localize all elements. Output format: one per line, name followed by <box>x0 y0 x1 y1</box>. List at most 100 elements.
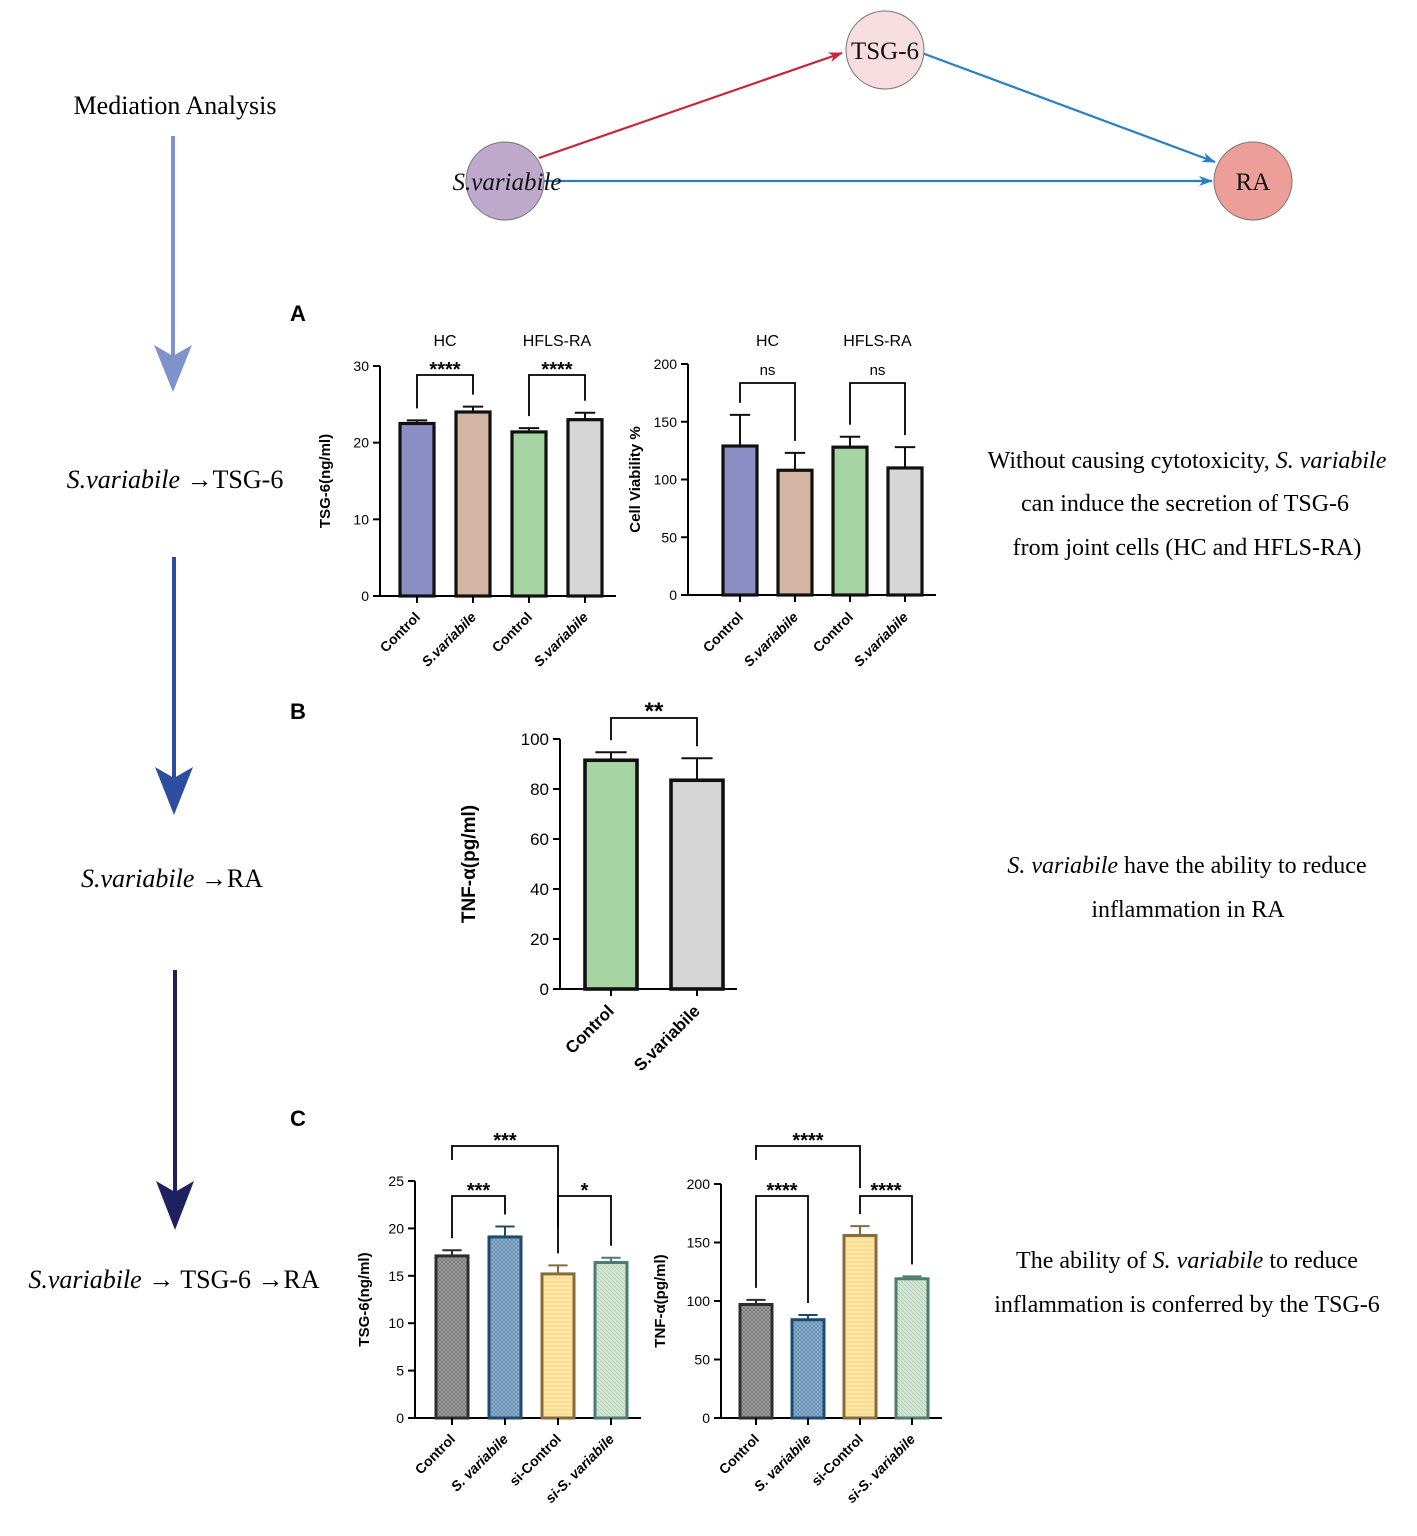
y-tick-label: 10 <box>388 1315 404 1331</box>
y-tick-label: 30 <box>353 358 369 374</box>
x-tick-label: Control <box>377 609 424 656</box>
significance-label: **** <box>792 1130 823 1152</box>
bar <box>776 468 814 597</box>
bar <box>894 1277 930 1420</box>
mediation-analysis-label: Mediation Analysis <box>74 91 277 120</box>
bar <box>831 445 869 597</box>
x-tick-label: S.variabile <box>530 609 591 670</box>
x-tick-label: S.variabile <box>418 609 479 670</box>
flow-arrow-2 <box>155 557 193 815</box>
flow-step-tsg6: S.variabile →TSG-6 <box>67 465 284 494</box>
x-tick-label: S.variabile <box>630 1001 704 1075</box>
mediation-diagram: S.variabile TSG-6 RA <box>452 10 1293 221</box>
bar <box>583 758 639 991</box>
group-label: HFLS-RA <box>843 333 912 350</box>
flow-step-full: S.variabile → TSG-6 →RA <box>28 1265 320 1294</box>
significance-label: *** <box>493 1130 517 1152</box>
bar <box>540 1272 576 1420</box>
bar <box>593 1261 629 1420</box>
y-tick-label: 0 <box>702 1410 710 1426</box>
bar <box>398 421 436 598</box>
y-tick-label: 0 <box>540 980 549 999</box>
description-b-line2: inflammation in RA <box>1091 897 1285 923</box>
y-tick-label: 25 <box>388 1173 404 1189</box>
significance-bracket <box>755 1145 861 1189</box>
significance-bracket <box>451 1195 506 1239</box>
y-tick-label: 40 <box>530 880 549 899</box>
bar <box>566 418 604 598</box>
group-label: HFLS-RA <box>523 333 592 350</box>
group-label: HC <box>756 333 779 350</box>
y-tick-label: 150 <box>687 1235 711 1251</box>
flow-step-ra: S.variabile →RA <box>81 864 263 893</box>
significance-bracket <box>451 1145 559 1228</box>
y-tick-label: 5 <box>396 1363 404 1379</box>
y-axis-label: TSG-6(ng/ml) <box>317 434 334 528</box>
bar <box>510 430 548 598</box>
description-a-line1: Without causing cytotoxicity, S. variabi… <box>988 448 1387 474</box>
y-tick-label: 15 <box>388 1268 404 1284</box>
significance-label: **** <box>766 1180 797 1202</box>
description-b-line1: S. variabile have the ability to reduce <box>1007 853 1366 879</box>
x-tick-label: Control <box>700 609 747 656</box>
y-tick-label: 20 <box>353 435 369 451</box>
bar <box>669 778 725 991</box>
x-tick-label: Control <box>716 1431 763 1478</box>
flow-arrow-1 <box>154 136 192 392</box>
y-axis-label: TSG-6(ng/ml) <box>356 1252 373 1346</box>
y-axis-label: Cell Viability % <box>627 426 644 532</box>
bar <box>738 1303 774 1420</box>
significance-bracket <box>849 382 906 436</box>
y-tick-label: 20 <box>530 930 549 949</box>
x-tick-label: Control <box>810 609 857 656</box>
edge-exposure-to-mediator <box>538 51 843 160</box>
description-c-line1: The ability of S. variabile to reduce <box>1016 1248 1358 1274</box>
panel-label-c: C <box>290 1106 306 1131</box>
bar <box>790 1318 826 1420</box>
significance-bracket <box>859 1195 913 1265</box>
node-exposure-label: S.variabile <box>452 169 561 196</box>
description-c: The ability of S. variabile to reduce in… <box>994 1248 1379 1318</box>
description-b: S. variabile have the ability to reduce … <box>1007 853 1366 923</box>
y-tick-label: 80 <box>530 780 549 799</box>
node-outcome-label: RA <box>1236 169 1271 196</box>
y-tick-label: 100 <box>521 730 549 749</box>
significance-label: **** <box>870 1180 901 1202</box>
bar <box>487 1235 523 1420</box>
significance-bracket <box>557 1195 612 1254</box>
significance-label: *** <box>467 1180 491 1202</box>
x-tick-label: Control <box>489 609 536 656</box>
x-tick-label: S.variabile <box>740 609 801 670</box>
y-tick-label: 50 <box>661 529 677 545</box>
significance-bracket <box>610 717 698 747</box>
description-a-line3: from joint cells (HC and HFLS-RA) <box>1013 535 1362 561</box>
significance-bracket <box>739 382 796 441</box>
panel-label-a: A <box>290 301 306 326</box>
significance-label: * <box>581 1180 589 1202</box>
node-outcome <box>1213 141 1293 221</box>
node-exposure <box>465 141 545 221</box>
bar <box>434 1254 470 1420</box>
y-axis-label: TNF-α(pg/ml) <box>459 805 480 923</box>
x-tick-label: S. variabile <box>448 1431 512 1495</box>
description-c-line2: inflammation is conferred by the TSG-6 <box>994 1292 1379 1318</box>
y-tick-label: 150 <box>654 414 678 430</box>
node-mediator <box>845 10 925 90</box>
x-tick-label: Control <box>562 1001 618 1057</box>
y-tick-label: 200 <box>687 1176 711 1192</box>
y-tick-label: 100 <box>687 1293 711 1309</box>
y-tick-label: 10 <box>353 511 369 527</box>
y-tick-label: 0 <box>669 587 677 603</box>
significance-label: ns <box>870 362 886 379</box>
bar <box>721 444 759 597</box>
y-tick-label: 20 <box>388 1220 404 1236</box>
y-tick-label: 0 <box>361 588 369 604</box>
panel-label-b: B <box>290 699 306 724</box>
group-label: HC <box>433 333 456 350</box>
y-tick-label: 50 <box>694 1352 710 1368</box>
